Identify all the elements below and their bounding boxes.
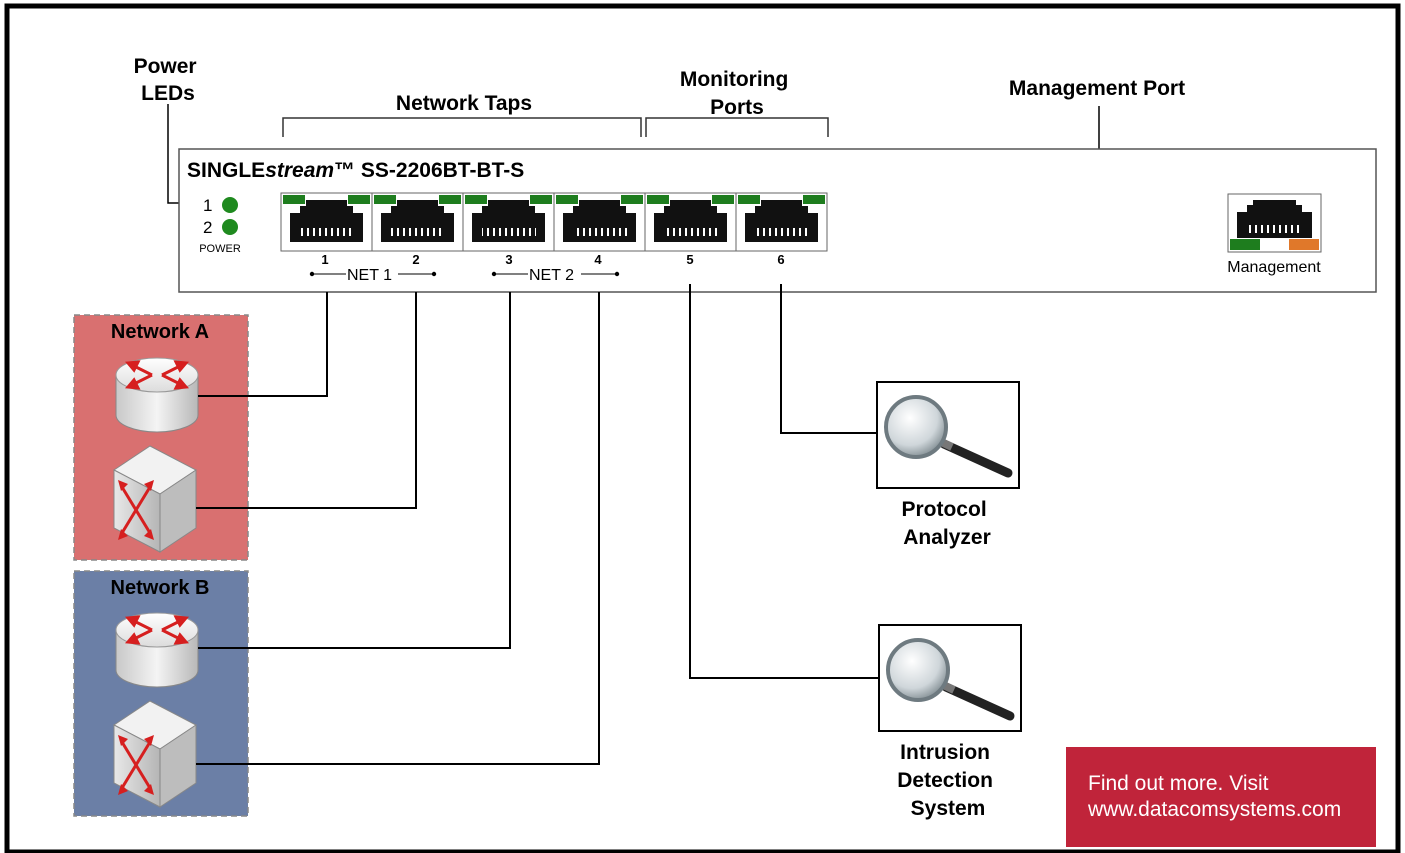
port-5 [644,192,737,252]
port-2 [371,192,464,252]
monitoring-ports-bracket [645,117,829,137]
led-2-number: 2 [203,218,212,237]
router-b-icon [115,612,199,688]
port-number-1: 1 [321,252,328,267]
svg-text:NET 1: NET 1 [347,267,392,284]
port-3 [462,192,555,252]
led-1-number: 1 [203,196,212,215]
port-number-5: 5 [686,252,693,267]
power-leds-label: Power LEDs [134,55,203,105]
network-b-label: Network B [111,577,210,599]
protocol-analyzer-label: Protocol Analyzer [901,498,992,549]
link-port4-switch-b [196,292,600,765]
management-port [1227,193,1322,253]
net-2-indicator: NET 2 [491,267,620,284]
link-port6-analyzer [780,284,877,434]
promo-callout[interactable]: Find out more. Visit www.datacomsystems.… [1066,747,1376,847]
protocol-analyzer-icon [876,381,1020,489]
management-label: Management [1227,259,1321,276]
link-port1-router-a [198,292,328,397]
port-number-3: 3 [505,252,512,267]
port-1 [280,192,373,252]
promo-link[interactable]: www.datacomsystems.com [1088,798,1342,821]
link-port2-switch-a [196,292,417,509]
management-port-label: Management Port [1009,77,1185,100]
port-4 [553,192,646,252]
network-a-label: Network A [111,321,209,343]
link-port3-router-b [198,292,511,649]
port-number-6: 6 [777,252,784,267]
port-6 [735,192,828,252]
switch-a-icon [113,445,197,553]
power-label: POWER [199,243,241,255]
port-number-4: 4 [594,252,602,267]
router-a-icon [115,357,199,433]
switch-b-icon [113,700,197,808]
net-1-indicator: NET 1 [309,267,437,284]
network-taps-bracket [282,117,642,137]
svg-text:NET 2: NET 2 [529,267,574,284]
monitoring-ports-label: Monitoring Ports [680,68,794,119]
link-port5-ids [689,284,879,679]
power-led-2 [222,219,238,235]
port-block [280,192,828,252]
power-led-1 [222,197,238,213]
port-number-2: 2 [412,252,419,267]
ids-icon [878,624,1022,732]
network-taps-label: Network Taps [396,92,532,115]
ids-label: Intrusion Detection System [897,741,999,820]
promo-line-1: Find out more. Visit [1088,772,1269,795]
device-title: SINGLEstream™ SS-2206BT-BT-S [187,159,524,182]
